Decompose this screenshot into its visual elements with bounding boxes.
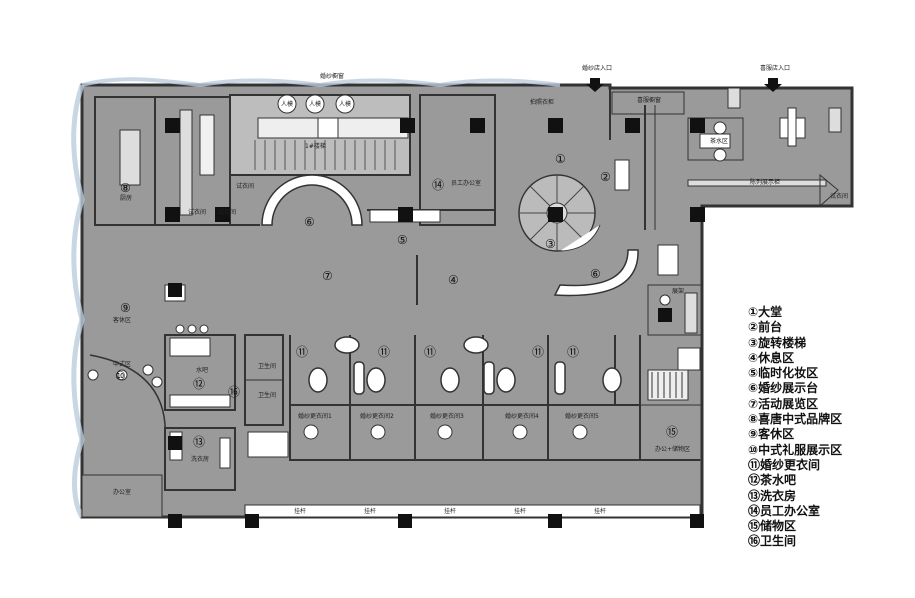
zone-16: ⑯ [228, 385, 240, 399]
mannequin-2 [305, 94, 325, 114]
label-office-storage: 办公+储物区 [655, 445, 690, 453]
label-mannequin-2: 人模 [309, 100, 321, 108]
legend-item: ⑧喜唐中式品牌区 [748, 412, 843, 427]
kitchen-counter [119, 129, 141, 186]
zone-9: ⑨ [120, 301, 131, 315]
label-toilet-b: 卫生间 [258, 391, 276, 399]
label-mannequin-1: 人模 [281, 100, 293, 108]
zone-5: ⑤ [397, 233, 408, 247]
label-fitting-b: 试衣间 [218, 208, 236, 216]
label-bridal-4: 婚纱更衣间4 [505, 412, 539, 420]
label-water-bar: 水吧 [196, 366, 208, 374]
label-curtain-5: 挂杆 [594, 507, 606, 515]
legend-item: ⑦活动展览区 [748, 396, 819, 411]
label-bridal-5: 婚纱更衣间5 [565, 412, 599, 420]
label-bridal-2: 婚纱更衣间2 [360, 412, 394, 420]
zone-11d: ⑪ [532, 345, 544, 359]
legend-item: ⑭员工办公室 [748, 503, 821, 518]
entrance-arrow-1 [586, 78, 604, 92]
top-facade [81, 77, 561, 88]
zone-10: ⑩ [115, 369, 126, 383]
legend: ①大堂 ②前台 ③旋转楼梯 ④休息区 ⑤临时化妆区 ⑥婚纱展示台 ⑦活动展览区 … [748, 305, 908, 550]
label-kitchen: 厨房 [120, 194, 132, 202]
zone-1: ① [555, 152, 566, 166]
legend-item: ⑪婚纱更衣间 [748, 457, 821, 472]
zone-6b: ⑥ [590, 267, 601, 281]
fitting-room-stools [303, 424, 588, 440]
legend-item: ⑮储物区 [748, 519, 797, 534]
label-tea: 茶水区 [710, 137, 728, 145]
legend-item: ④休息区 [748, 350, 795, 365]
label-toilet-a: 卫生间 [258, 362, 276, 370]
label-curtain-1: 挂杆 [294, 507, 306, 515]
legend-item: ⑫茶水吧 [748, 473, 797, 488]
label-staff-office: 员工办公室 [451, 179, 481, 187]
laundry [164, 427, 236, 491]
zone-3: ③ [545, 237, 556, 251]
chinese-window [611, 91, 685, 115]
legend-item: ⑩中式礼服展示区 [748, 442, 843, 457]
label-laundry: 洗衣房 [191, 455, 209, 463]
label-fitting-a: 试衣间 [188, 208, 206, 216]
zone-11b: ⑪ [378, 345, 390, 359]
label-office: 办公室 [113, 488, 131, 496]
zone-8: ⑧ [120, 181, 131, 195]
label-chinese-window: 喜服橱窗 [637, 96, 661, 104]
label-bridal-1: 婚纱更衣间1 [298, 412, 332, 420]
water-bar [164, 334, 236, 411]
legend-item: ③旋转楼梯 [748, 335, 807, 350]
zone-12: ⑫ [193, 377, 205, 391]
zone-6a: ⑥ [304, 215, 315, 229]
curved-display [553, 249, 639, 297]
mannequin-1 [277, 94, 297, 114]
legend-item: ⑥婚纱展示台 [748, 381, 819, 396]
label-curtain-3: 挂杆 [444, 507, 456, 515]
zone-7: ⑦ [322, 269, 333, 283]
zone-14: ⑭ [432, 178, 444, 192]
mirror-pods [308, 336, 622, 395]
zone-11c: ⑪ [424, 345, 436, 359]
label-stair-1: 1#楼梯 [305, 142, 326, 150]
mannequin-3 [335, 94, 355, 114]
label-window: 婚纱橱窗 [320, 72, 344, 80]
legend-item: ⑯卫生间 [748, 534, 797, 549]
label-bridal-3: 婚纱更衣间3 [430, 412, 464, 420]
zone-13: ⑬ [193, 435, 205, 449]
label-display-rack: 展架 [672, 287, 684, 295]
zone-2: ② [600, 170, 611, 184]
label-curtain-4: 挂杆 [514, 507, 526, 515]
legend-item: ①大堂 [748, 305, 783, 319]
columns [165, 118, 705, 528]
legend-item: ②前台 [748, 320, 783, 335]
zone-11e: ⑪ [567, 345, 579, 359]
label-lounge: 客休区 [113, 316, 131, 324]
label-chinese-zone: 中式区 [113, 360, 131, 368]
label-entrance-chinese: 喜服店入口 [760, 64, 790, 72]
label-mannequin-3: 人模 [339, 100, 351, 108]
label-entrance-wedding: 婚纱店入口 [582, 64, 612, 72]
legend-item: ⑤临时化妆区 [748, 366, 819, 381]
bottom-corridor [244, 504, 701, 518]
arch-display [261, 174, 363, 226]
label-fitting-chinese: 试衣间 [830, 192, 848, 200]
chinese-zone-arc [89, 354, 166, 441]
legend-item: ⑨客休区 [748, 427, 795, 442]
entrance-arrow-2 [764, 78, 782, 92]
label-fitting-small: 试衣间 [236, 182, 254, 190]
label-chinese-display: 陈列展示柜 [750, 178, 780, 186]
left-facade [71, 84, 85, 519]
zone-11a: ⑪ [296, 345, 308, 359]
label-curtain-2: 挂杆 [364, 507, 376, 515]
label-shoot-wardrobe: 拍照衣柜 [530, 98, 554, 106]
zone-4: ④ [448, 273, 459, 287]
zone-15: ⑮ [666, 425, 678, 439]
legend-item: ⑬洗衣房 [748, 488, 797, 503]
stair-treads [254, 140, 396, 170]
